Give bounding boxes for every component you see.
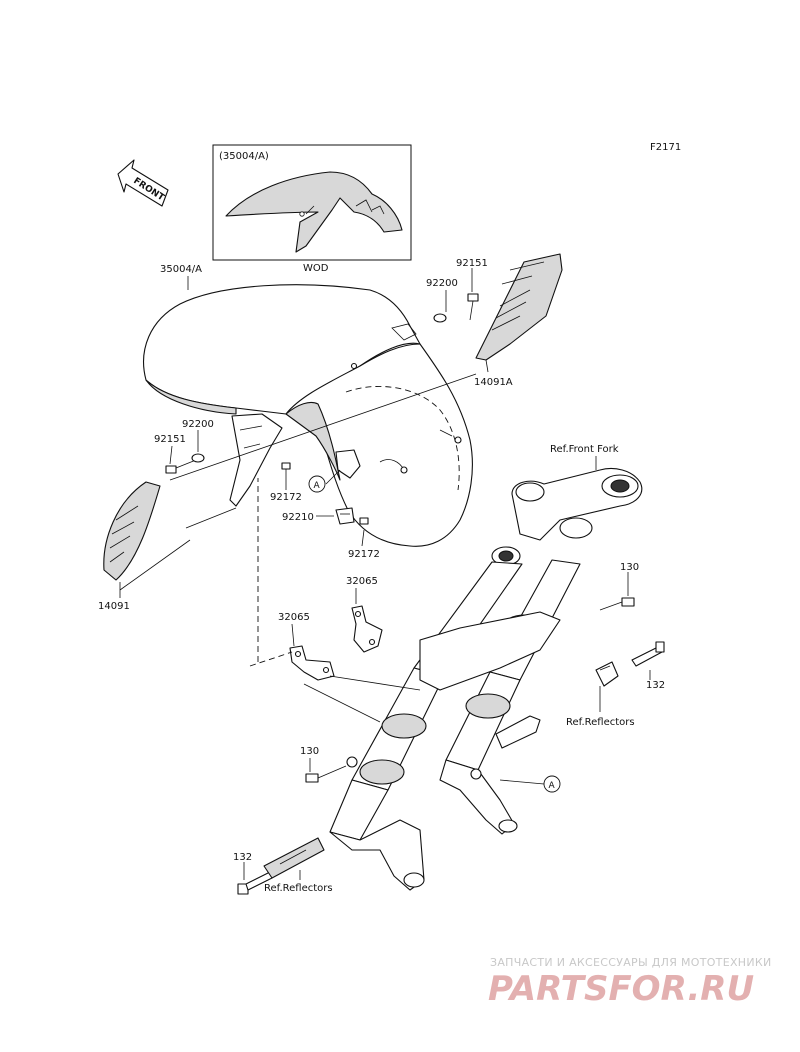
callout-a-lower-letter: A <box>549 781 556 791</box>
washer-92200-top <box>433 313 447 323</box>
figure-code: F2171 <box>650 142 681 153</box>
ref-label-front-fork: Ref.Front Fork <box>550 444 619 455</box>
part-labels: 35004/A 92151 92200 14091A 92200 92151 9… <box>98 258 665 863</box>
part-label-92210: 92210 <box>282 512 314 523</box>
inset-title: (35004/A) <box>219 151 269 162</box>
side-cover-left <box>103 481 161 581</box>
ref-label-reflectors-left: Ref.Reflectors <box>264 883 333 894</box>
bolt-132-right <box>631 641 665 667</box>
inset-fender-sketch <box>225 171 403 253</box>
front-fender <box>143 284 473 547</box>
part-label-35004a: 35004/A <box>160 264 202 275</box>
clip-92210 <box>335 507 355 525</box>
front-arrow-icon: FRONT <box>117 159 169 207</box>
part-label-92151-top: 92151 <box>456 258 488 269</box>
bolt-130-right <box>599 597 635 611</box>
side-cover-right <box>475 253 563 361</box>
callout-a-upper: A <box>308 475 326 493</box>
part-label-14091a: 14091A <box>474 377 513 388</box>
part-label-92172-b: 92172 <box>348 549 380 560</box>
inset-box: (35004/A) WOD <box>212 144 412 274</box>
part-label-32065-a: 32065 <box>278 612 310 623</box>
front-fork <box>329 467 643 891</box>
reflector-left <box>263 837 325 879</box>
watermark-logo: PARTSFOR.RU <box>488 969 754 1009</box>
screw-92172-a <box>281 462 291 486</box>
bolt-92151-left <box>165 459 197 474</box>
watermark: ЗАПЧАСТИ И АКСЕССУАРЫ ДЛЯ МОТОТЕХНИКИ PA… <box>488 956 772 1009</box>
bolt-92151-top <box>467 293 479 321</box>
part-label-92151-left: 92151 <box>154 434 186 445</box>
callout-a-upper-letter: A <box>314 481 321 491</box>
bracket-32065-b <box>351 605 383 653</box>
callout-a-lower: A <box>543 775 561 793</box>
washer-92200-left <box>191 453 205 463</box>
part-label-14091: 14091 <box>98 601 130 612</box>
watermark-tagline: ЗАПЧАСТИ И АКСЕССУАРЫ ДЛЯ МОТОТЕХНИКИ <box>490 956 772 969</box>
part-label-130-right: 130 <box>620 562 639 573</box>
reflector-right <box>595 661 619 687</box>
screw-92172-b <box>359 517 369 525</box>
part-label-132-right: 132 <box>646 680 665 691</box>
part-label-132-left: 132 <box>233 852 252 863</box>
reference-labels: Ref.Front Fork Ref.Reflectors Ref.Reflec… <box>264 444 635 894</box>
part-label-32065-b: 32065 <box>346 576 378 587</box>
part-label-130-left: 130 <box>300 746 319 757</box>
part-label-92200-top: 92200 <box>426 278 458 289</box>
part-label-92172-a: 92172 <box>270 492 302 503</box>
leader-lines <box>119 268 651 880</box>
ref-label-reflectors-right: Ref.Reflectors <box>566 717 635 728</box>
bracket-32065-a <box>289 645 335 681</box>
bolt-130-left <box>305 765 347 783</box>
part-label-92200-left: 92200 <box>182 419 214 430</box>
inset-caption: WOD <box>303 263 329 274</box>
